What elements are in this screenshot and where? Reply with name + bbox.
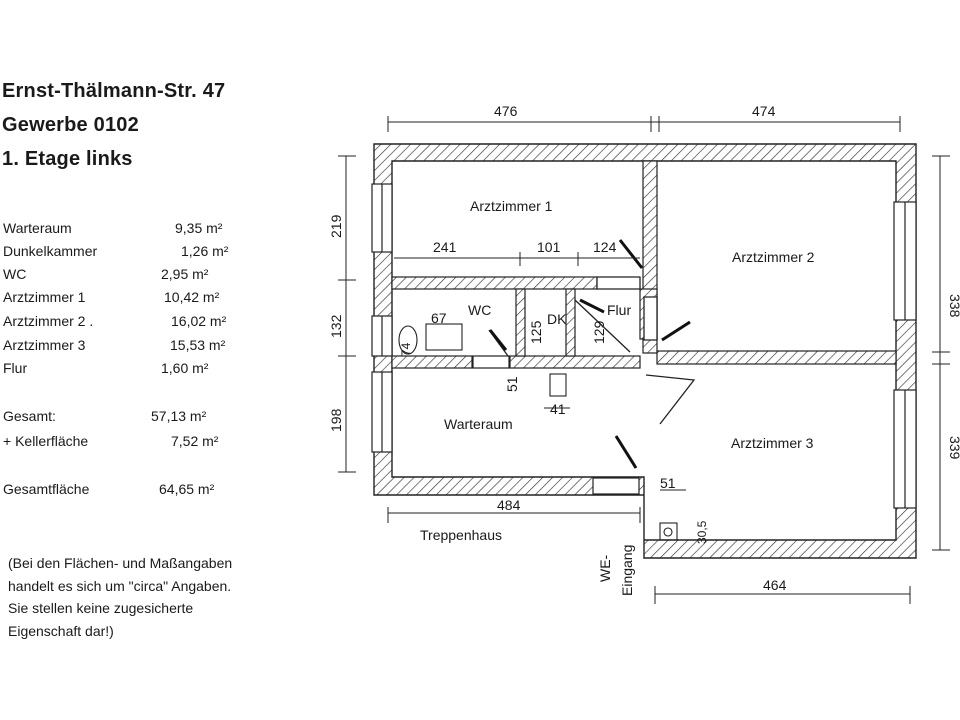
entrance-label: Eingang: [619, 545, 635, 596]
outer-walls: [373, 143, 917, 559]
stairwell-label: Treppenhaus: [420, 527, 502, 543]
note-line: handelt es sich um "circa" Angaben.: [8, 577, 232, 594]
floor-title: 1. Etage links: [2, 148, 133, 170]
windows: [371, 183, 917, 509]
dimension-label: 41: [550, 401, 566, 417]
dimension-label: 484: [497, 497, 521, 513]
room-label: WC: [468, 302, 491, 318]
wall-lower-horizontal: [391, 355, 473, 369]
area-row: WC 2,95 m²: [3, 266, 253, 286]
total-name: Gesamt:: [3, 408, 56, 424]
note-line: Sie stellen keine zugesicherte: [8, 600, 194, 616]
area-value: 2,95 m²: [161, 266, 209, 282]
window: [472, 355, 510, 369]
boiler-icon: [659, 522, 678, 541]
sink-icon: [425, 323, 463, 351]
area-name: Arztzimmer 3: [3, 337, 86, 353]
dimension-label: 51: [660, 475, 676, 491]
room-label: Arztzimmer 2: [732, 249, 815, 265]
dimension-label: 51: [504, 376, 520, 392]
area-value: 9,35 m²: [175, 220, 223, 236]
dimension-label: 125: [528, 320, 544, 344]
total-row: + Kellerfläche 7,52 m²: [3, 433, 253, 453]
room-label: Warteraum: [444, 416, 513, 432]
dimension-label: 67: [431, 310, 447, 326]
dimension-label: 474: [752, 103, 776, 119]
window: [592, 477, 640, 495]
area-value: 10,42 m²: [164, 289, 220, 305]
room-label: Arztzimmer 3: [731, 435, 814, 451]
area-row: Arztzimmer 2 . 16,02 m²: [3, 313, 253, 333]
area-name: Warteraum: [3, 220, 72, 236]
total-value: 7,52 m²: [171, 433, 219, 449]
door-swing: [643, 296, 658, 341]
note-line: Eigenschaft dar!): [8, 622, 114, 639]
total-name: + Kellerfläche: [3, 433, 89, 449]
door-swing: [645, 374, 696, 425]
dimension-label: 464: [763, 577, 787, 593]
dimension-label: 339: [947, 436, 960, 460]
wall-wc-right: [515, 288, 526, 357]
door-swing: [574, 299, 631, 353]
total-value: 57,13 m²: [151, 408, 207, 424]
area-name: WC: [3, 266, 27, 282]
area-name: Flur: [3, 360, 28, 376]
dimension-label: 338: [947, 294, 960, 318]
total-name: Gesamtfläche: [3, 481, 90, 497]
doors: [488, 276, 696, 425]
total-row: Gesamt: 57,13 m²: [3, 408, 253, 428]
outer-wall: [373, 143, 917, 559]
area-name: Dunkelkammer: [3, 243, 98, 259]
interior-walls: [391, 160, 897, 369]
dimension-lines: [338, 116, 950, 604]
dimension-label: 219: [328, 214, 344, 238]
wc-fixtures: [398, 323, 678, 541]
area-value: 1,60 m²: [161, 360, 209, 376]
unit-title: Gewerbe 0102: [2, 114, 139, 136]
area-row: Arztzimmer 3 15,53 m²: [3, 337, 253, 357]
dimension-label: 74: [399, 342, 413, 356]
area-row: Flur 1,60 m²: [3, 360, 253, 380]
wall-arzt1-bottom: [391, 276, 598, 290]
dimension-label: 241: [433, 239, 457, 255]
entrance-label: WE-: [597, 554, 613, 582]
area-value: 15,53 m²: [170, 337, 226, 353]
note-line: (Bei den Flächen- und Maßangaben: [8, 555, 233, 571]
area-row: Dunkelkammer 1,26 m²: [3, 243, 253, 263]
stair-block: [549, 373, 567, 397]
dimension-label: 132: [328, 314, 344, 338]
light-arrows: [488, 239, 691, 469]
total-value: 64,65 m²: [159, 481, 215, 497]
wall-lower-horizontal-2: [509, 355, 641, 369]
dimension-label: 129: [591, 320, 607, 344]
total-row: Gesamtfläche 64,65 m²: [3, 481, 253, 501]
area-value: 16,02 m²: [171, 313, 227, 329]
wall-right-horizontal: [656, 350, 897, 365]
dimension-label: 101: [537, 239, 561, 255]
area-row: Warteraum 9,35 m²: [3, 220, 253, 240]
toilet-icon: [398, 325, 418, 355]
area-name: Arztzimmer 1: [3, 289, 86, 305]
dimension-label: 476: [494, 103, 518, 119]
dimension-label: 124: [593, 239, 617, 255]
room-label: Flur: [607, 302, 631, 318]
room-label: Arztzimmer 1: [470, 198, 553, 214]
dimension-label: 198: [328, 408, 344, 432]
area-value: 1,26 m²: [181, 243, 229, 259]
door-swing: [596, 276, 641, 290]
dimension-label: 30,5: [695, 520, 709, 544]
area-name: Arztzimmer 2 .: [3, 313, 94, 329]
area-row: Arztzimmer 1 10,42 m²: [3, 289, 253, 309]
address-title: Ernst-Thälmann-Str. 47: [2, 80, 226, 102]
disclaimer-note: (Bei den Flächen- und Maßangaben handelt…: [8, 552, 338, 642]
wall-dk-right: [565, 288, 576, 357]
room-label: DK: [547, 311, 567, 327]
